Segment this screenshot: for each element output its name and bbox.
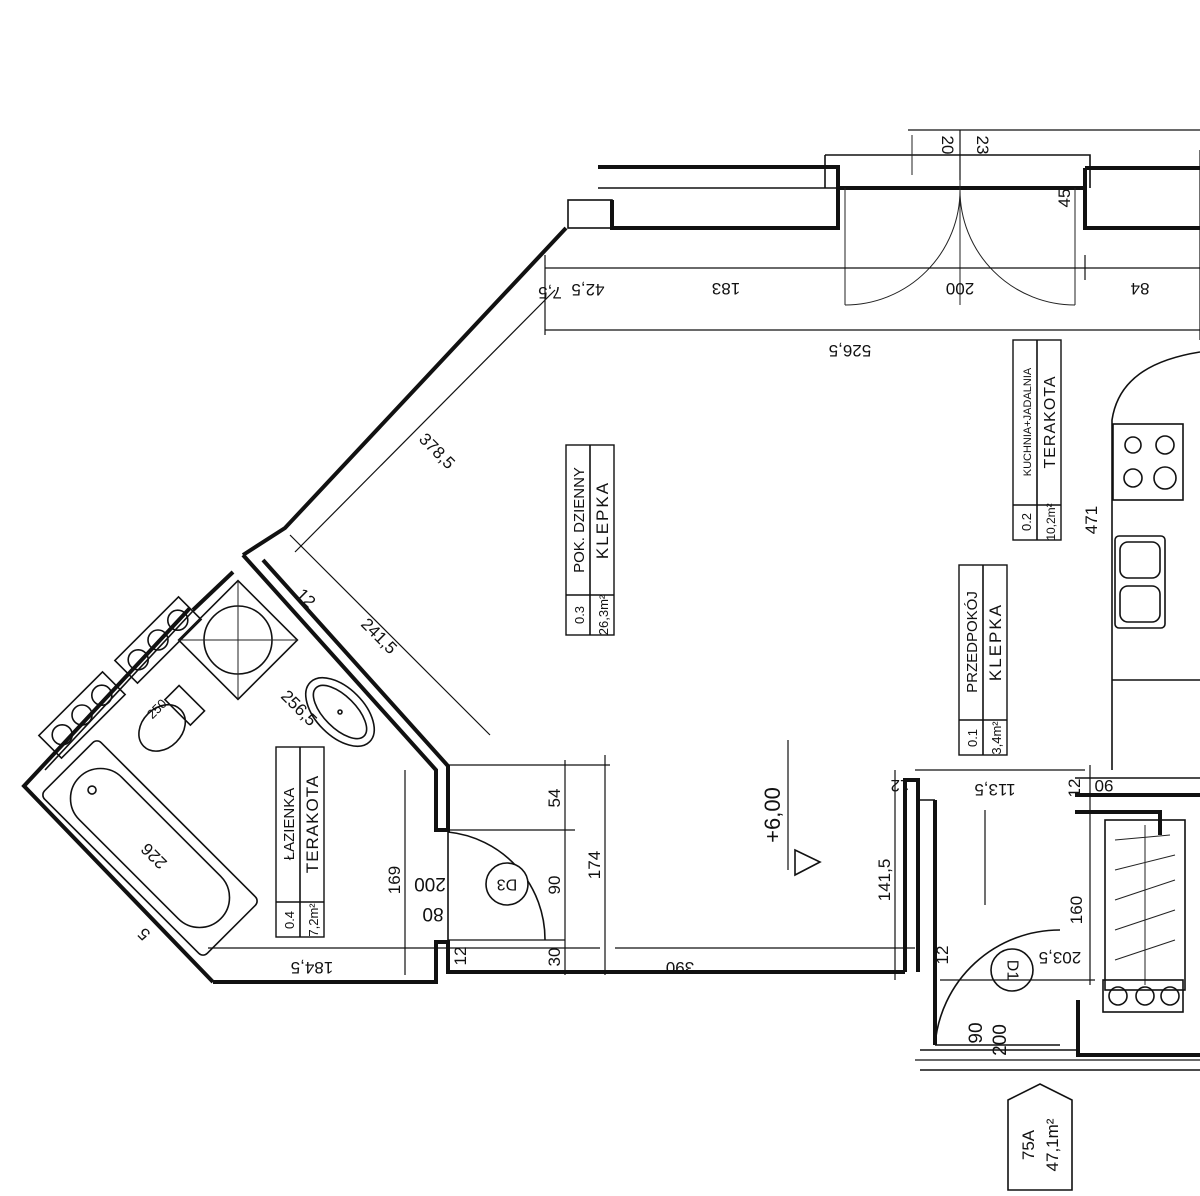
dim-471: 471 <box>1082 506 1101 534</box>
bathroom-fixtures <box>37 579 376 956</box>
dim-12-b: 12 <box>451 947 470 966</box>
dim-20: 20 <box>938 136 957 155</box>
dim-54: 54 <box>545 789 564 808</box>
room-name-hall: PRZEDPOKÓJ <box>964 591 981 693</box>
burner-icon <box>1123 468 1143 488</box>
room-label-kitchen: 0.2 10,2m² KUCHNIA+JADALNIA TERAKOTA <box>1012 339 1062 541</box>
door-tag-d3: D3 <box>497 876 518 893</box>
dim-12-living: 12 <box>292 585 319 612</box>
room-name-bath: ŁAZIENKA <box>281 788 298 861</box>
dim-226: 226 <box>137 839 170 872</box>
room-number-bath: 0.4 <box>282 911 297 929</box>
room-area-living: 26,3m² <box>596 594 611 635</box>
door-tag-d1: D1 <box>1004 960 1021 981</box>
dim-12-d: 12 <box>933 946 952 965</box>
door-d3: D3 <box>447 831 546 941</box>
burner-icon <box>1124 436 1142 454</box>
dim-184-5: 184,5 <box>291 958 334 977</box>
kitchen-sink-icon <box>1114 535 1166 629</box>
room-label-living: 0.3 26,3m² POK. DZIENNY KLEPKA <box>565 444 615 636</box>
room-area-hall: 3,4m² <box>989 721 1004 755</box>
room-floor-hall: KLEPKA <box>986 603 1005 681</box>
room-number-living: 0.3 <box>572 606 587 624</box>
dim-30: 30 <box>545 948 564 967</box>
dim-141-5: 141,5 <box>875 859 894 902</box>
level-label: +6,00 <box>760 787 785 843</box>
door-d1-width: 90 <box>966 1022 987 1043</box>
walls <box>21 154 1200 1071</box>
dim-203-5: 203,5 <box>1039 948 1082 967</box>
dim-174: 174 <box>585 851 604 879</box>
burner-icon <box>1153 466 1177 490</box>
dim-12-c: 12 <box>1065 779 1084 798</box>
dim-90-hall: 90 <box>1095 776 1114 795</box>
room-floor-living: KLEPKA <box>593 481 612 559</box>
shower-tray-icon <box>177 579 299 701</box>
dim-42-5: 42,5 <box>571 280 604 299</box>
burner-icon <box>1155 435 1175 455</box>
room-name-kitchen: KUCHNIA+JADALNIA <box>1022 367 1034 476</box>
dim-160: 160 <box>1067 896 1086 924</box>
dimension-lines <box>208 129 1200 1061</box>
dim-169: 169 <box>385 866 404 894</box>
room-area-kitchen: 10,2m² <box>1044 503 1058 540</box>
room-floor-bath: TERAKOTA <box>303 775 322 873</box>
room-name-living: POK. DZIENNY <box>571 467 588 573</box>
toilet-icon <box>138 703 187 752</box>
room-label-bath: 0.4 7,2m² ŁAZIENKA TERAKOTA <box>275 746 325 938</box>
dim-7-5: 7,5 <box>538 283 562 302</box>
dim-5: 5 <box>134 924 154 944</box>
dim-241-5: 241,5 <box>357 614 401 658</box>
apartment-tag: 75A 47,1m² <box>1007 1083 1073 1191</box>
room-area-bath: 7,2m² <box>306 903 321 937</box>
dim-378-5: 378,5 <box>415 429 459 473</box>
bathtub-icon <box>42 740 258 956</box>
dim-12-hall: 12 <box>891 776 910 795</box>
dim-113-5: 113,5 <box>974 780 1015 799</box>
dim-526-5: 526,5 <box>829 341 872 360</box>
dim-84: 84 <box>1131 279 1150 298</box>
door-d3-height: 200 <box>414 873 446 894</box>
dim-23: 23 <box>973 136 992 155</box>
room-number-hall: 0.1 <box>965 729 980 747</box>
balcony-door <box>844 135 1076 306</box>
apartment-number: 75A <box>1019 1129 1038 1160</box>
room-label-hall: 0.1 3,4m² PRZEDPOKÓJ KLEPKA <box>958 564 1008 756</box>
dim-200: 200 <box>946 279 974 298</box>
door-d3-width: 80 <box>422 903 443 924</box>
room-floor-kitchen: TERAKOTA <box>1042 375 1059 468</box>
dim-390: 390 <box>666 958 694 977</box>
dim-183: 183 <box>712 279 740 298</box>
level-marker: +6,00 <box>760 787 822 877</box>
apartment-area: 47,1m² <box>1043 1118 1062 1171</box>
door-d1-height: 200 <box>990 1024 1011 1056</box>
kitchen-counter <box>1102 351 1200 1013</box>
dim-90: 90 <box>545 876 564 895</box>
washbasin-icon <box>304 676 376 748</box>
room-number-kitchen: 0.2 <box>1019 513 1034 531</box>
dim-45: 45 <box>1055 189 1074 208</box>
